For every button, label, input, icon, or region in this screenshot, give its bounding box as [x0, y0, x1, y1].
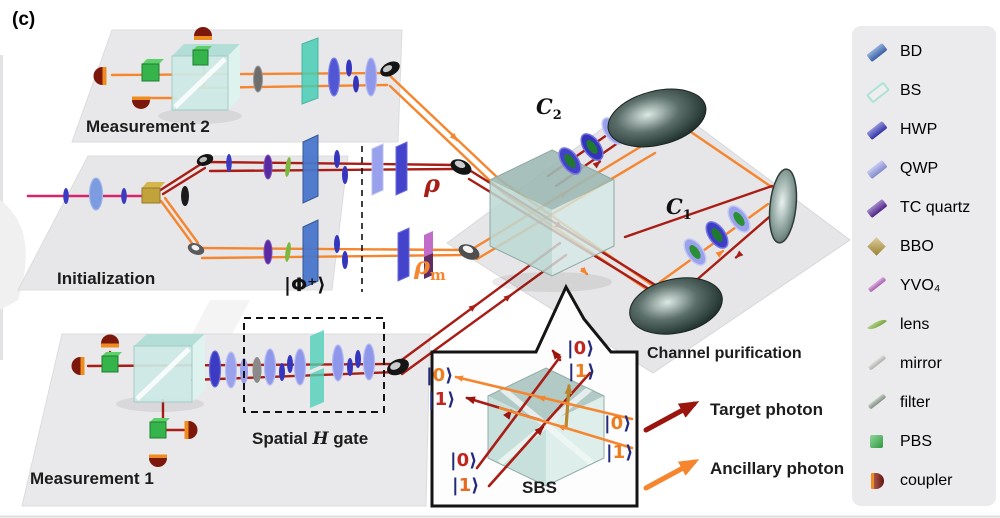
end-mirror — [768, 168, 798, 244]
sbs-inset — [430, 283, 639, 508]
pbs-cube — [149, 418, 170, 439]
spatial-h-gate-box — [243, 317, 385, 413]
ket-right-0: |0⟩ — [604, 413, 632, 434]
legend-item-filter: filter — [864, 390, 996, 416]
legend-item-tc-quartz: TC quartz — [864, 195, 996, 221]
legend-item-mirror: mirror — [864, 351, 996, 377]
ket-top-0: |0⟩ — [567, 338, 595, 359]
bell-state-label: |Φ⁺⟩ — [284, 274, 326, 296]
coupler — [132, 96, 150, 109]
mirror — [458, 244, 480, 260]
coupler — [149, 454, 167, 467]
ancillary-photon-label: Ancillary photon — [710, 459, 845, 478]
mirror — [450, 159, 472, 175]
mirror — [196, 154, 214, 166]
initialization-label: Initialization — [57, 269, 156, 288]
filter-icon — [864, 391, 890, 415]
hwp-icon — [864, 118, 890, 142]
h-gate-symbol: H — [312, 429, 329, 449]
ket-bottom-0: |0⟩ — [450, 450, 478, 471]
pbs-cube — [101, 352, 122, 373]
pbs-icon — [864, 430, 890, 454]
ellipsoid-mirror — [607, 88, 707, 148]
channel-purification-label: Channel purification — [647, 345, 802, 362]
lens-icon — [864, 313, 890, 337]
panel-label: (c) — [12, 9, 36, 30]
legend-item-coupler: coupler — [864, 468, 996, 494]
measurement1-components — [71, 330, 409, 467]
coupler — [93, 67, 107, 85]
legend-item-yvo4: YVO₄ — [864, 273, 996, 299]
legend-item-bs: BS — [864, 78, 996, 104]
coupler — [184, 421, 198, 439]
ket-left-1: |1⟩ — [428, 389, 456, 410]
bs-icon — [864, 79, 891, 104]
ket-left-0: |0⟩ — [426, 365, 454, 386]
ket-bottom-1: |1⟩ — [452, 475, 480, 496]
yvo4-icon — [864, 274, 890, 298]
tc-quartz-icon — [864, 196, 890, 220]
measurement2-components — [93, 27, 400, 124]
mirror — [380, 61, 400, 77]
c2-label: C2 — [536, 94, 562, 124]
platform-measurement1 — [21, 333, 431, 507]
legend-item-lens: lens — [864, 312, 996, 338]
pbs-cube — [192, 46, 212, 66]
coupler — [194, 27, 212, 40]
initialization-components — [63, 134, 480, 289]
coupler-icon — [864, 469, 890, 493]
photon-legend-arrows — [643, 401, 700, 491]
mirror — [387, 358, 409, 376]
bbo-crystal — [141, 182, 165, 204]
c1-label: C1 — [666, 194, 692, 224]
coupler — [101, 334, 119, 348]
ket-top-1: |1⟩ — [568, 361, 596, 382]
bbo-icon — [864, 235, 890, 259]
spatial-h-gate-label: Spatial H gate — [252, 429, 369, 449]
coupler — [71, 357, 85, 375]
target-photon-label: Target photon — [710, 400, 823, 419]
ellipsoid-mirror — [629, 277, 723, 335]
measurement2-label: Measurement 2 — [86, 117, 210, 136]
measurement1-label: Measurement 1 — [30, 469, 154, 488]
rho-label: ρ — [424, 169, 440, 198]
legend-item-hwp: HWP — [864, 117, 996, 143]
legend-item-bd: BD — [864, 39, 996, 65]
qwp-icon — [864, 157, 890, 181]
sbs-label: SBS — [522, 478, 557, 497]
rho-m-label: ρm — [414, 251, 446, 284]
pbs-cube — [141, 59, 164, 82]
ket-right-1: |1⟩ — [606, 442, 634, 463]
mirror-icon — [864, 352, 890, 376]
channel-purification-components — [489, 88, 798, 335]
legend-item-pbs: PBS — [864, 429, 996, 455]
mirror — [187, 243, 205, 255]
legend-item-qwp: QWP — [864, 156, 996, 182]
component-legend: BD BS HWP QWP TC quartz BBO YVO₄ lens mi… — [852, 26, 996, 506]
legend-item-bbo: BBO — [864, 234, 996, 260]
bd-icon — [864, 40, 890, 64]
